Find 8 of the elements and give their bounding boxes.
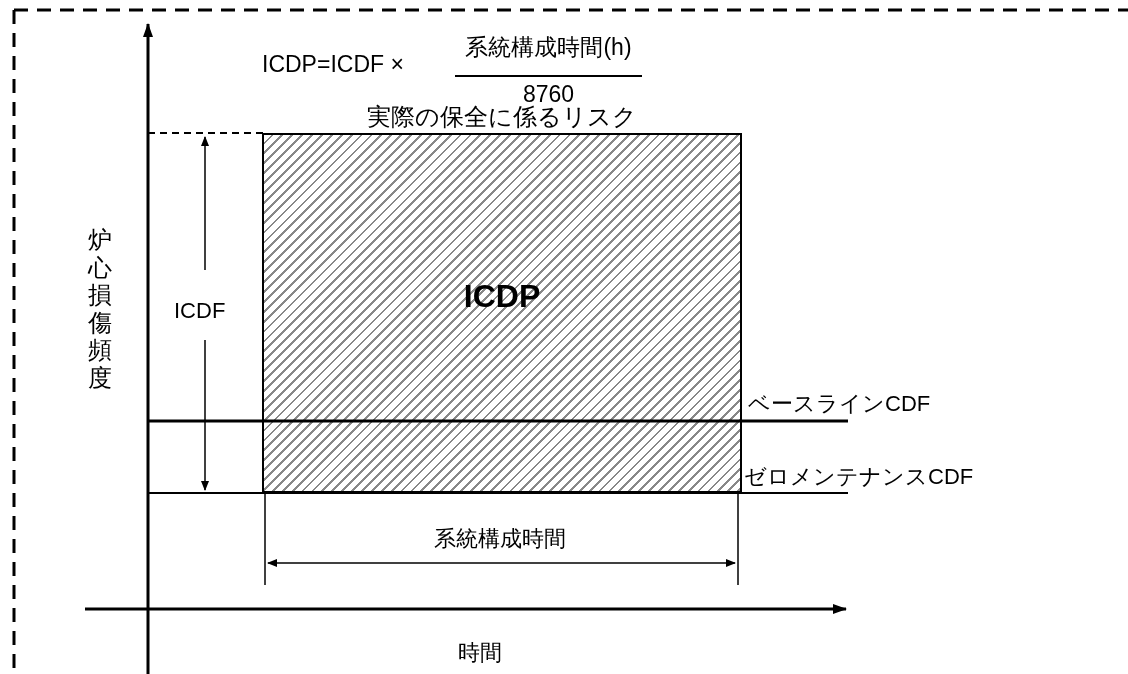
formula-text: ICDP=ICDF × — [262, 53, 404, 76]
area-label: ICDP — [462, 280, 542, 312]
formula-text: 系統構成時間(h) — [464, 36, 633, 59]
dimension-label: 系統構成時間 — [433, 528, 567, 550]
axis-label: 炉心損傷頻度 — [88, 226, 113, 392]
heading: 実際の保全に係るリスク — [366, 105, 638, 129]
axis-label: 時間 — [457, 642, 503, 664]
formula-text: 8760 — [522, 83, 576, 106]
